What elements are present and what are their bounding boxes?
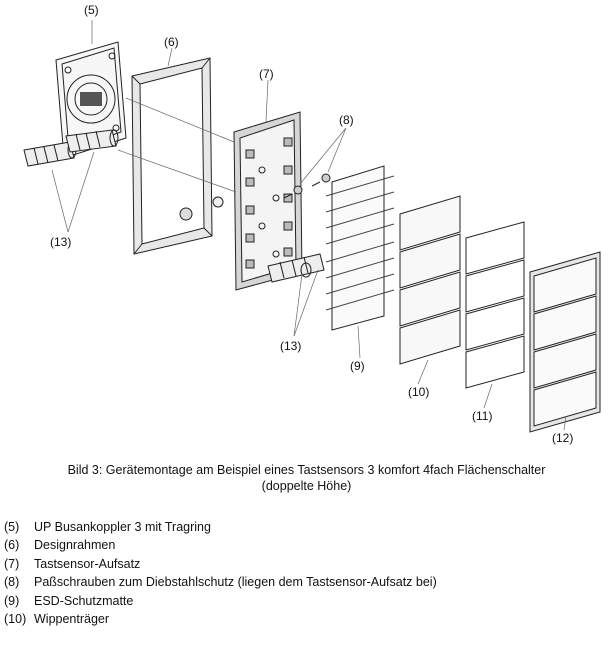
callout-5: (5) bbox=[84, 3, 99, 17]
callout-6: (6) bbox=[164, 35, 179, 49]
sensor-attachment-part bbox=[233, 111, 303, 291]
design-frame-part bbox=[131, 57, 224, 255]
caption-line-2: (doppelte Höhe) bbox=[261, 479, 352, 493]
insert-plates-part bbox=[465, 221, 525, 389]
legend-item: (7)Tastsensor-Aufsatz bbox=[4, 556, 141, 571]
parts-legend: (5)UP Busankoppler 3 mit Tragring (6)Des… bbox=[4, 518, 604, 628]
explosion-guide-lines bbox=[51, 20, 567, 431]
figure-caption: Bild 3: Gerätemontage am Beispiel eines … bbox=[0, 462, 613, 494]
rockers-part bbox=[529, 251, 601, 433]
rocker-carrier-part bbox=[399, 195, 461, 365]
legend-item: (9)ESD-Schutzmatte bbox=[4, 593, 134, 608]
legend-item: (6)Designrahmen bbox=[4, 538, 116, 553]
callout-9: (9) bbox=[350, 359, 365, 373]
caption-line-1: Bild 3: Gerätemontage am Beispiel eines … bbox=[67, 463, 546, 477]
callout-13-right: (13) bbox=[280, 339, 301, 353]
legend-item: (10)Wippenträger bbox=[4, 612, 110, 627]
callout-12: (12) bbox=[552, 431, 573, 445]
wall-plug-right-part bbox=[267, 253, 325, 283]
callout-8: (8) bbox=[339, 113, 354, 127]
legend-item: (5)UP Busankoppler 3 mit Tragring bbox=[4, 520, 211, 534]
callout-7: (7) bbox=[259, 67, 274, 81]
exploded-assembly-diagram: (5) (6) (7) (8) (13) (13) (9) (10) (11) … bbox=[23, 3, 601, 445]
callout-13-left: (13) bbox=[50, 235, 71, 249]
wall-plug-left-parts bbox=[23, 129, 119, 167]
esd-mat-part bbox=[325, 165, 395, 331]
security-screws-part bbox=[283, 173, 331, 199]
callout-11: (11) bbox=[472, 409, 492, 423]
legend-item: (8)Paßschrauben zum Diebstahlschutz (lie… bbox=[4, 575, 437, 590]
callout-10: (10) bbox=[408, 385, 429, 399]
